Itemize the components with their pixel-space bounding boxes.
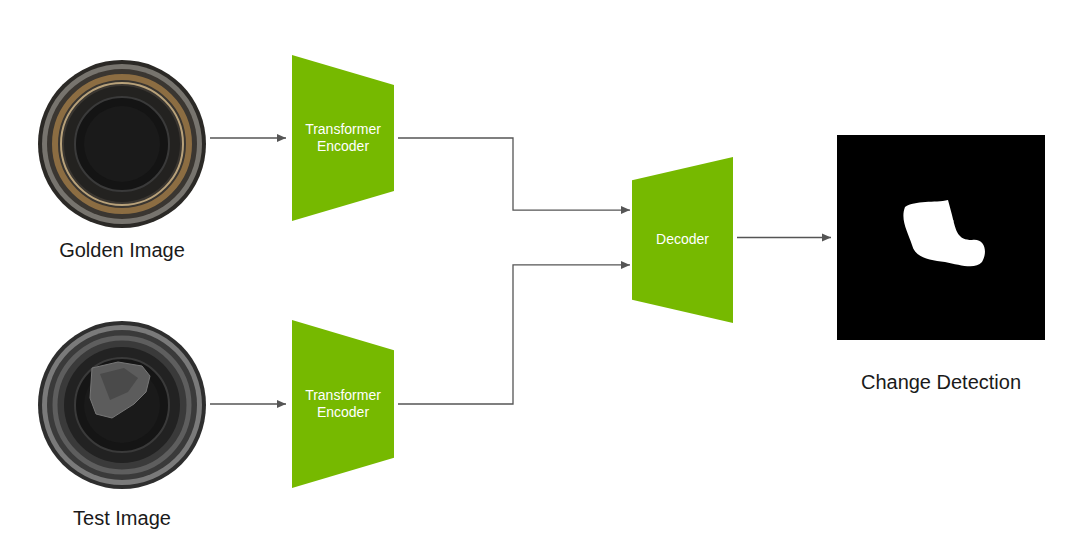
- golden-image-picture: [38, 60, 206, 228]
- trapezoid-fill: [292, 320, 394, 488]
- decoder-block: Decoder: [632, 157, 733, 323]
- trapezoid-fill: [632, 157, 733, 323]
- encoder-block: Transformer Encoder: [292, 55, 394, 221]
- image-caption: Golden Image: [0, 238, 266, 262]
- flow-arrow: [210, 403, 286, 404]
- block-label: Decoder: [652, 231, 713, 249]
- flow-arrow: [398, 138, 630, 210]
- flow-arrow: [737, 237, 831, 238]
- flow-arrow: [210, 137, 286, 138]
- output-node: Change Detection: [837, 135, 1045, 340]
- flow-arrow: [398, 265, 630, 404]
- image-caption: Change Detection: [777, 370, 1080, 394]
- image-node: Test Image: [38, 321, 206, 489]
- change-map-picture: [837, 135, 1045, 340]
- block-label: Transformer Encoder: [292, 387, 394, 422]
- trapezoid-fill: [292, 55, 394, 221]
- image-node: Golden Image: [38, 60, 206, 228]
- block-label: Transformer Encoder: [292, 121, 394, 156]
- encoder-block: Transformer Encoder: [292, 320, 394, 488]
- image-caption: Test Image: [0, 506, 266, 530]
- test-image-picture: [38, 321, 206, 489]
